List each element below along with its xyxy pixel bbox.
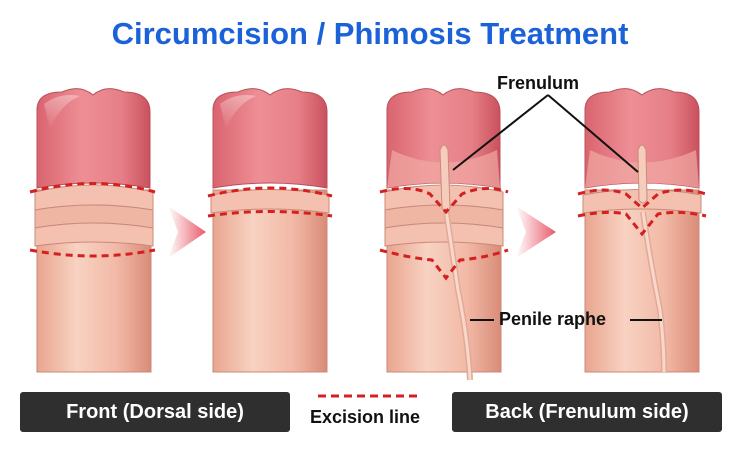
- figure-back-after: [577, 88, 707, 373]
- figure-front-after: [207, 88, 333, 373]
- frenulum-leader: [452, 94, 549, 171]
- arrow-right-icon: [516, 206, 556, 258]
- frenulum-label: Frenulum: [497, 73, 580, 93]
- back-panel-label: Back (Frenulum side): [452, 392, 722, 432]
- arrow-right-icon: [168, 206, 206, 258]
- front-panel-label: Front (Dorsal side): [20, 392, 290, 432]
- frenulum-fold: [637, 144, 648, 204]
- diagram-title: Circumcision / Phimosis Treatment: [111, 16, 629, 51]
- frenulum-fold: [439, 144, 451, 212]
- penile-raphe-label: Penile raphe: [499, 309, 607, 329]
- frenulum-leader: [547, 94, 639, 173]
- excision-line-label: Excision line: [310, 407, 421, 427]
- figure-back-before: [379, 88, 509, 381]
- figure-front-before: [29, 88, 156, 373]
